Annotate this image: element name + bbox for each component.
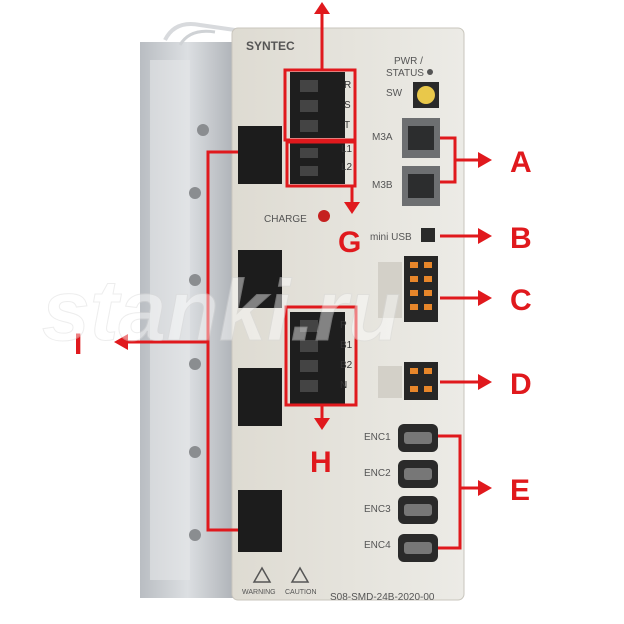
warning-icons: WARNING CAUTION	[242, 566, 317, 596]
sw-label: SW	[386, 88, 403, 99]
m3a-label: M3A	[372, 132, 393, 143]
rotary-switch-knob	[417, 86, 435, 104]
enc4-label: ENC4	[364, 540, 391, 551]
callout-g: G	[338, 226, 361, 259]
terminal-regen: P B1 B2 N	[290, 312, 353, 404]
warning-icon	[252, 566, 272, 583]
pwr-status-label: PWR /	[394, 56, 423, 67]
callout-c: C	[510, 284, 532, 317]
enc1-label: ENC1	[364, 432, 391, 443]
m3b-label: M3B	[372, 180, 393, 191]
caution-label: CAUTION	[285, 589, 317, 596]
terminal-s-label: S	[344, 100, 351, 111]
brand-logo: SYNTEC	[246, 39, 295, 53]
terminal-p-label: P	[340, 320, 347, 331]
caution-icon	[290, 566, 310, 583]
heatsink	[140, 22, 236, 598]
terminal-b1-label: B1	[340, 340, 353, 351]
watermark: stanki.ru	[42, 263, 400, 359]
model-number: S08-SMD-24B-2020-00	[330, 592, 435, 603]
enc3-label: ENC3	[364, 504, 391, 515]
callout-h: H	[310, 446, 332, 479]
callout-box-rst	[283, 68, 357, 142]
terminal-b2-label: B2	[340, 360, 353, 371]
callout-d: D	[510, 368, 532, 401]
mini-usb-label: mini USB	[370, 232, 412, 243]
callout-i: I	[74, 328, 82, 361]
terminal-l1l2: L1 L2	[290, 142, 353, 184]
terminal-l2-label: L2	[341, 162, 353, 173]
io-terminal-d	[378, 362, 438, 400]
terminal-r-label: R	[344, 80, 351, 91]
status-led	[427, 69, 433, 75]
mini-usb-port	[421, 228, 435, 242]
charge-led	[318, 210, 330, 222]
enc2-label: ENC2	[364, 468, 391, 479]
encoder-ports: ENC1 ENC2 ENC3 ENC4	[364, 424, 438, 562]
callout-box-l1l2	[285, 140, 357, 188]
callout-b: B	[510, 222, 532, 255]
pwr-status-label-2: STATUS	[386, 68, 424, 79]
callout-a: A	[510, 146, 532, 179]
warning-label: WARNING	[242, 589, 276, 596]
terminal-l1-label: L1	[341, 144, 353, 155]
heatsink-screws	[189, 124, 209, 541]
callout-e: E	[510, 474, 530, 507]
callout-arrowheads	[114, 2, 492, 496]
terminal-n-label: N	[340, 380, 347, 391]
terminal-rst: R S T	[290, 72, 351, 138]
callout-lines	[126, 12, 480, 550]
charge-label: CHARGE	[264, 214, 307, 225]
left-connectors	[238, 126, 282, 552]
terminal-t-label: T	[344, 120, 350, 131]
io-terminal-c	[378, 256, 438, 322]
